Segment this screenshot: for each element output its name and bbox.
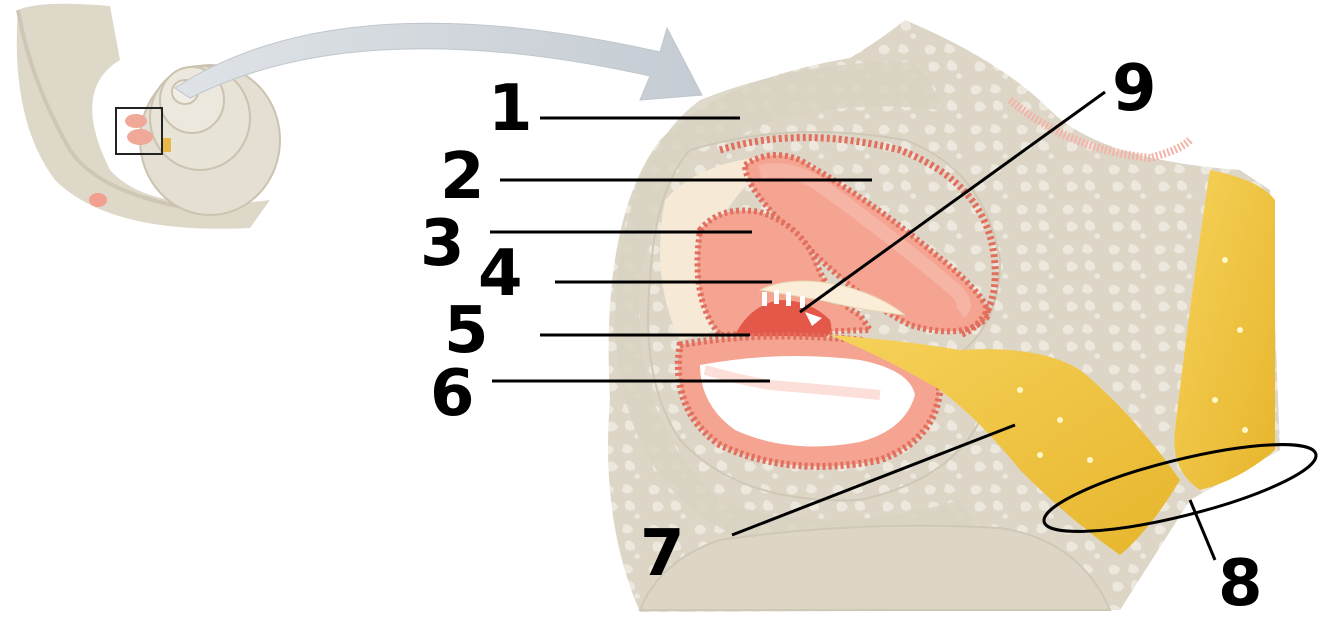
cochlea-cross-section <box>608 20 1280 612</box>
cochlea-inset <box>17 4 280 229</box>
label-6: 6 <box>430 357 475 431</box>
label-7: 7 <box>640 517 685 591</box>
label-2: 2 <box>440 140 485 214</box>
label-9: 9 <box>1112 52 1157 126</box>
label-8: 8 <box>1218 547 1263 621</box>
label-3: 3 <box>420 207 465 281</box>
label-1: 1 <box>488 72 533 146</box>
